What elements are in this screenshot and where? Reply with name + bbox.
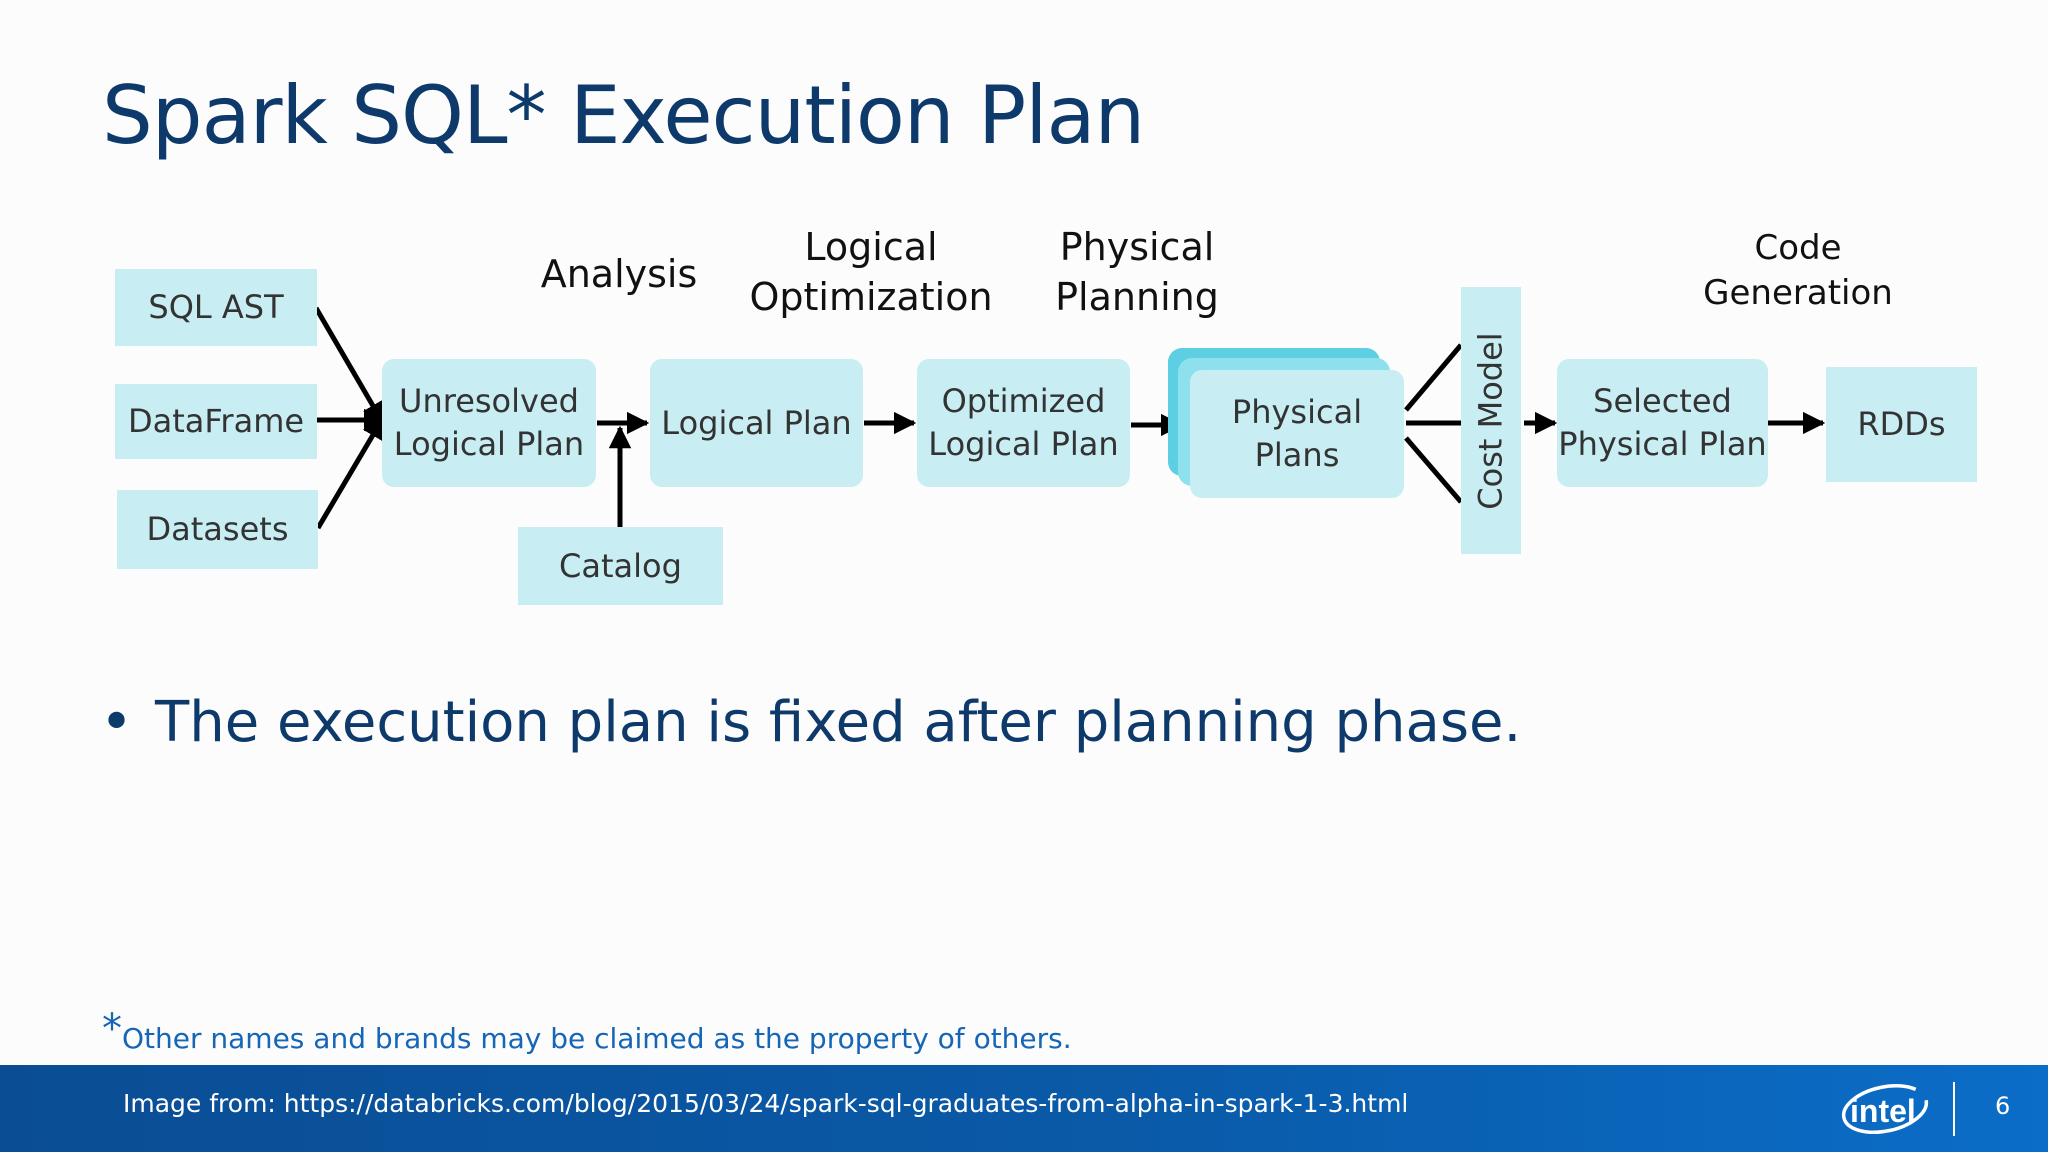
footnote-asterisk: * bbox=[102, 1006, 122, 1052]
node-cost-model: Cost Model bbox=[1461, 287, 1521, 554]
node-optimized-logical-plan: Optimized Logical Plan bbox=[917, 359, 1130, 487]
node-catalog: Catalog bbox=[518, 527, 723, 605]
bullet-text: The execution plan is fixed after planni… bbox=[155, 690, 1522, 755]
input-datasets: Datasets bbox=[117, 490, 318, 569]
footer-bar: Image from: https://databricks.com/blog/… bbox=[0, 1065, 2048, 1152]
footer-divider bbox=[1953, 1082, 1955, 1136]
stage-physical-planning: Physical Planning bbox=[1055, 225, 1219, 319]
arrow-sqlast-to-unresolved bbox=[313, 306, 386, 425]
line-physical-to-cost-bottom bbox=[1404, 436, 1463, 504]
intel-logo-icon: intel bbox=[1841, 1084, 1929, 1134]
stage-code-generation: Code Generation bbox=[1703, 228, 1893, 313]
node-logical-plan: Logical Plan bbox=[650, 359, 863, 487]
node-physical-plans: Physical Plans bbox=[1190, 370, 1404, 498]
footnote: *Other names and brands may be claimed a… bbox=[102, 1006, 1072, 1058]
cost-model-label: Cost Model bbox=[1472, 331, 1511, 510]
line-physical-to-cost-top bbox=[1404, 343, 1463, 412]
input-dataframe: DataFrame bbox=[115, 384, 317, 459]
intel-logo-text: intel bbox=[1850, 1093, 1916, 1129]
input-sql-ast: SQL AST bbox=[115, 269, 317, 346]
footnote-text: Other names and brands may be claimed as… bbox=[122, 1022, 1072, 1055]
page-number: 6 bbox=[1995, 1092, 2011, 1120]
slide-title: Spark SQL* Execution Plan bbox=[102, 69, 1145, 162]
stage-analysis: Analysis bbox=[540, 252, 698, 296]
stage-logical-optimization: Logical Optimization bbox=[749, 225, 993, 319]
arrow-datasets-to-unresolved bbox=[315, 416, 386, 530]
bullet-dot: • bbox=[100, 690, 134, 755]
image-source: Image from: https://databricks.com/blog/… bbox=[123, 1089, 1409, 1118]
node-selected-physical-plan: Selected Physical Plan bbox=[1557, 359, 1768, 487]
node-unresolved-logical-plan: Unresolved Logical Plan bbox=[382, 359, 596, 487]
node-rdds: RDDs bbox=[1826, 367, 1977, 482]
bullet-point: • The execution plan is fixed after plann… bbox=[100, 688, 1521, 758]
